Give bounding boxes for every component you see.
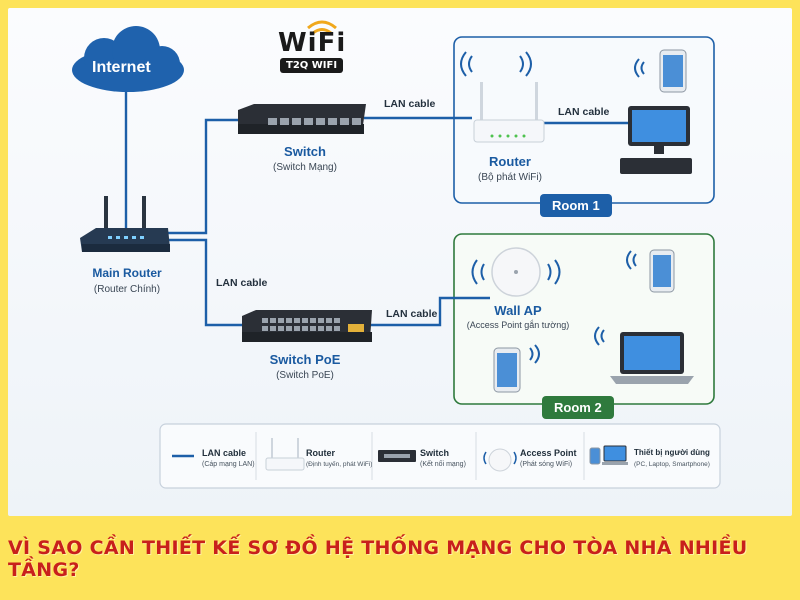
- legend-access-point-icon: [483, 448, 517, 472]
- legend-sub-ap: (Phát sóng WiFi): [520, 461, 573, 468]
- smartphone-icon: [659, 49, 687, 93]
- main-router-icon: [80, 196, 170, 252]
- cable-label-poe-room2: LAN cable: [386, 308, 438, 320]
- cable-label-room1: LAN cable: [558, 106, 610, 118]
- logo-wordmark: WiFi: [278, 28, 347, 58]
- cable-label-switch: LAN cable: [384, 98, 436, 110]
- legend-box: [159, 423, 721, 489]
- cable-router-switchpoe: [160, 238, 244, 327]
- legend-sub-lan: (Cáp mạng LAN): [202, 461, 255, 468]
- desktop-pc-icon: [620, 106, 692, 174]
- room1-router-icon: [473, 82, 545, 143]
- legend-label-devices: Thiết bị người dùng: [634, 448, 710, 457]
- laptop-icon: [610, 332, 694, 384]
- switch-subtitle: (Switch Mạng): [273, 162, 337, 173]
- legend-label-ap: Access Point: [520, 448, 577, 458]
- room2-ap-title: Wall AP: [494, 303, 542, 318]
- cable-router-switch: [160, 118, 240, 235]
- internet-label: Internet: [92, 59, 151, 76]
- room1-router-subtitle: (Bộ phát WiFi): [478, 172, 542, 183]
- logo-brand: T2Q WIFI: [280, 58, 344, 73]
- cable-label-switch-poe: LAN cable: [216, 277, 268, 289]
- legend-label-router: Router: [306, 448, 335, 458]
- main-router-subtitle: (Router Chính): [93, 284, 161, 295]
- switch-icon: [238, 104, 366, 134]
- room2-ap-subtitle: (Access Point gắn tường): [466, 320, 570, 330]
- room2-tag: Room 2: [542, 396, 614, 419]
- legend-label-lan: LAN cable: [202, 448, 247, 458]
- lan-cables: [124, 90, 628, 327]
- wifi-wave-icon: [471, 250, 637, 364]
- banner-title: VÌ SAO CẦN THIẾT KẾ SƠ ĐỒ HỆ THỐNG MẠNG …: [8, 537, 748, 581]
- internet-cloud-icon: [72, 26, 184, 92]
- main-router-title: Main Router: [92, 266, 162, 280]
- cable-poe-room2: [370, 296, 490, 327]
- switch-title: Switch: [284, 144, 326, 159]
- legend-router-icon: [265, 438, 305, 471]
- wifi-wave-icon: [460, 51, 645, 78]
- switch-poe-title: Switch PoE: [269, 352, 341, 367]
- switch-poe-icon: [242, 310, 372, 342]
- wall-ap-icon: [491, 247, 541, 297]
- smartphone-icon: [493, 347, 521, 393]
- smartphone-icon: [649, 249, 675, 293]
- logo-wifi-icon: [307, 20, 337, 35]
- legend-dividers: [255, 432, 585, 480]
- room1-tag: Room 1: [540, 194, 612, 217]
- legend-user-devices-icon: [589, 445, 628, 465]
- legend-label-switch: Switch: [420, 448, 450, 458]
- legend-sub-devices: (PC, Laptop, Smartphone): [634, 461, 710, 468]
- legend-sub-switch: (Kết nối mạng): [420, 461, 466, 468]
- legend-switch-icon: [378, 450, 416, 462]
- switch-poe-subtitle: (Switch PoE): [276, 370, 334, 381]
- title-banner: VÌ SAO CẦN THIẾT KẾ SƠ ĐỒ HỆ THỐNG MẠNG …: [8, 526, 792, 592]
- room1-router-title: Router: [489, 154, 531, 169]
- legend-sub-router: (Định tuyến, phát WiFi): [306, 461, 373, 468]
